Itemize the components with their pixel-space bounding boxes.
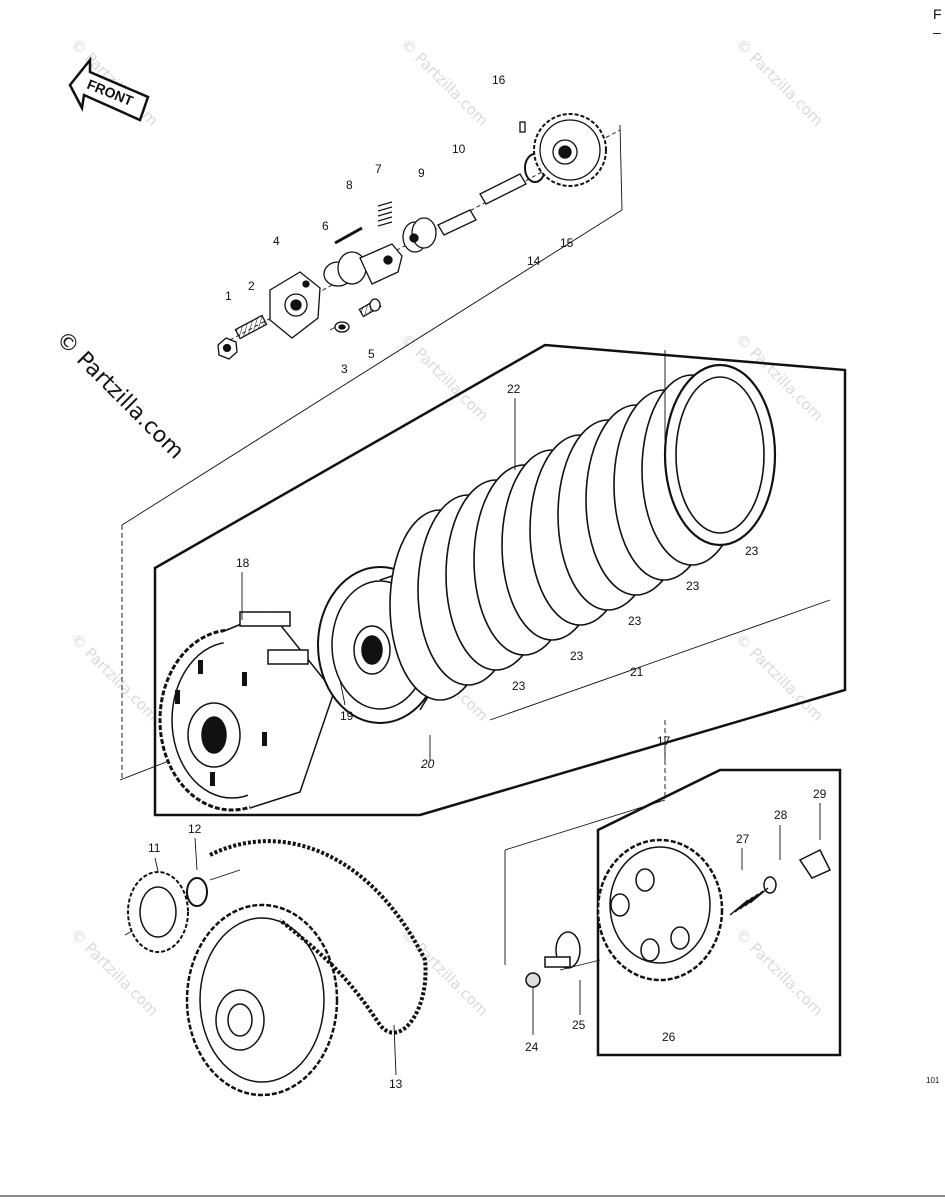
clutch-hub [317,559,463,724]
callout-22: 22 [507,382,521,396]
callout-23b: 23 [570,649,584,663]
watermark-4: © Partzilla.com [397,330,492,425]
watermark-6: © Partzilla.com [67,630,162,725]
pressure-plate-frame [596,768,842,1057]
callout-1: 1 [225,289,232,303]
callout-23d: 23 [686,579,700,593]
side-watermark: © Partzilla.com [51,327,189,465]
callout-13: 13 [389,1077,403,1091]
callout-5: 5 [368,347,375,361]
callout-28: 28 [774,808,788,822]
clutch-pack-frame [153,343,847,817]
release-mechanism [217,113,607,360]
pressure-plate [525,838,832,988]
watermark-3: © Partzilla.com [732,35,827,130]
figure-code: 101 [926,1076,940,1085]
callout-21: 21 [630,665,644,679]
callout-16: 16 [492,73,506,87]
callout-18: 18 [236,556,250,570]
callout-26: 26 [662,1030,676,1044]
callout-3: 3 [341,362,348,376]
watermark-2: © Partzilla.com [397,35,492,130]
friction-plates [389,363,777,701]
callout-9: 9 [418,166,425,180]
callout-23a: 23 [512,679,526,693]
callout-14: 14 [527,254,541,268]
callout-17: 17 [657,734,671,748]
callout-23e: 23 [745,544,759,558]
callout-11: 11 [148,841,161,855]
watermark-11: © Partzilla.com [732,925,827,1020]
callout-20: 20 [420,757,435,771]
callout-8: 8 [346,178,353,192]
clutch-housing [158,611,335,812]
leader-lines [154,350,821,1076]
callout-labels: 1 2 3 4 5 6 7 8 9 10 11 12 13 14 15 16 1… [148,73,827,1091]
callout-23c: 23 [628,614,642,628]
callout-19: 19 [340,709,354,723]
callout-10: 10 [452,142,466,156]
callout-27: 27 [736,832,750,846]
callout-6: 6 [322,219,329,233]
callout-2: 2 [248,279,255,293]
callout-7: 7 [375,162,382,176]
callout-25: 25 [572,1018,586,1032]
callout-29: 29 [813,787,827,801]
callout-24: 24 [525,1040,539,1054]
callout-4: 4 [273,234,280,248]
primary-drive [127,839,428,1097]
corner-letter: F [933,6,942,22]
callout-12: 12 [188,822,202,836]
corner-dash: – [933,24,941,40]
callout-15: 15 [560,236,574,250]
